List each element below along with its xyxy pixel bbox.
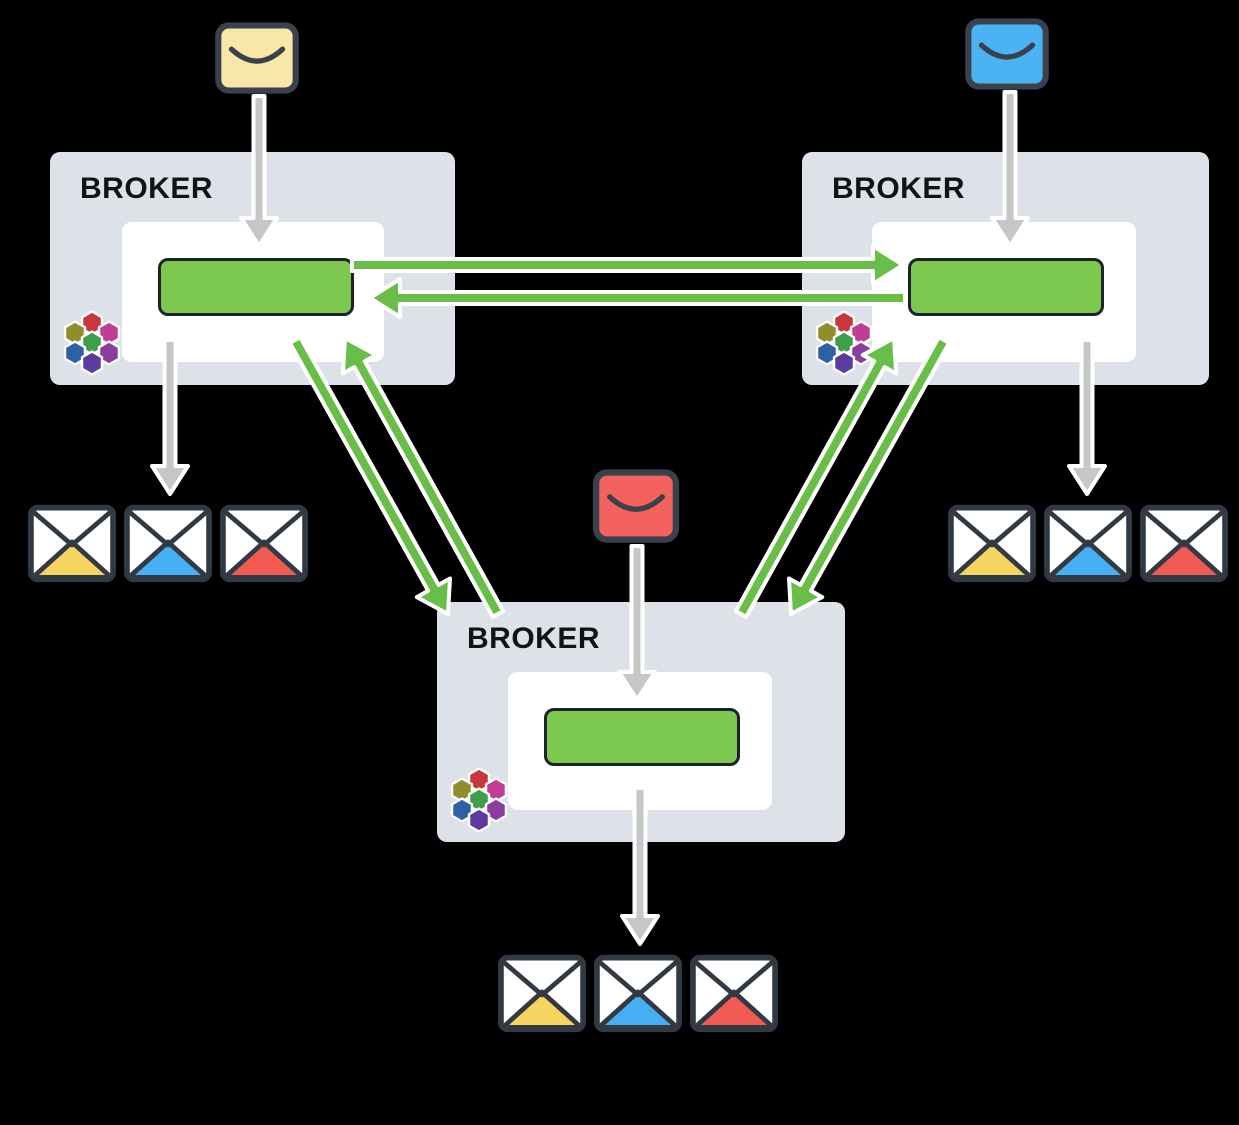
producer-envelope-icon-blue: [963, 16, 1051, 92]
consumer-envelope-icon-blue: [1042, 500, 1134, 586]
consumer-group-left: [26, 500, 310, 586]
queue-box: [908, 258, 1104, 316]
producer-envelope-icon-yellow: [213, 20, 301, 96]
consumer-envelope-icon-yellow: [946, 500, 1038, 586]
consumer-envelope-icon-red: [1138, 500, 1230, 586]
hexagon-cluster-icon: [60, 309, 124, 379]
consumer-envelope-icon-blue: [592, 950, 684, 1036]
broker-box-bottom: BROKER: [437, 602, 845, 842]
broker-box-top-left: BROKER: [50, 152, 455, 385]
consumer-envelope-icon-yellow: [26, 500, 118, 586]
broker-box-top-right: BROKER: [802, 152, 1209, 385]
consumer-envelope-icon-yellow: [496, 950, 588, 1036]
hexagon-cluster-icon: [812, 309, 876, 379]
broker-label: BROKER: [80, 172, 214, 205]
broker-label: BROKER: [832, 172, 966, 205]
queue-box: [544, 708, 740, 766]
queue-panel: [122, 222, 384, 362]
queue-panel: [872, 222, 1136, 362]
consumer-envelope-icon-blue: [122, 500, 214, 586]
consumer-group-bottom: [496, 950, 780, 1036]
queue-box: [158, 258, 354, 316]
broker-label: BROKER: [467, 622, 601, 655]
consumer-envelope-icon-red: [688, 950, 780, 1036]
consumer-group-right: [946, 500, 1230, 586]
producer-envelope-icon-red: [585, 467, 687, 545]
hexagon-cluster-icon: [447, 766, 511, 836]
queue-panel: [508, 672, 772, 810]
consumer-envelope-icon-red: [218, 500, 310, 586]
